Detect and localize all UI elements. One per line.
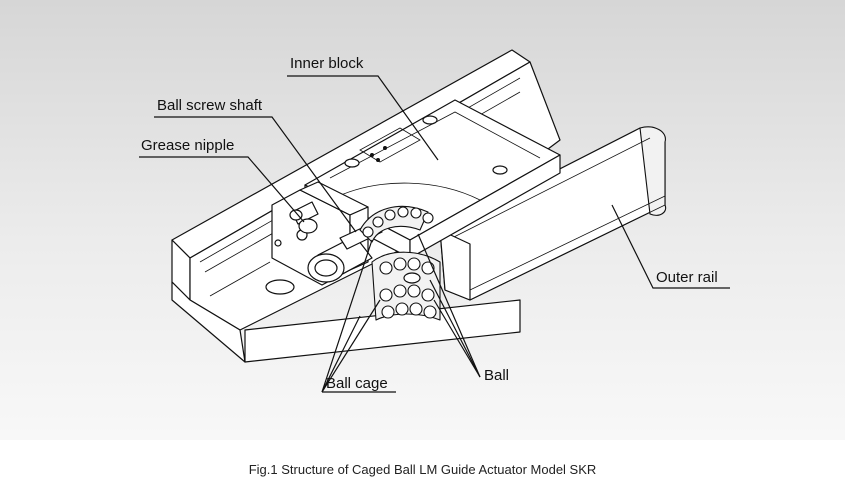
leader-lines bbox=[139, 75, 730, 393]
label-grease-nipple: Grease nipple bbox=[141, 137, 235, 154]
label-ball: Ball bbox=[484, 367, 510, 384]
label-ball-screw-shaft: Ball screw shaft bbox=[157, 97, 263, 114]
actuator-illustration bbox=[139, 49, 730, 393]
outer-rail-right-wall bbox=[439, 126, 667, 301]
label-outer-rail: Outer rail bbox=[656, 269, 718, 286]
ball-cage-lower bbox=[371, 251, 441, 321]
label-ball-cage: Ball cage bbox=[326, 375, 388, 392]
label-inner-block: Inner block bbox=[290, 55, 364, 72]
ball-cage-upper bbox=[359, 205, 434, 243]
ball-screw-shaft-part bbox=[307, 221, 383, 283]
figure-caption: Fig.1 Structure of Caged Ball LM Guide A… bbox=[248, 462, 597, 477]
figure-panel: Inner block Ball screw shaft Grease nipp… bbox=[0, 0, 845, 440]
grease-nipple-part bbox=[289, 201, 319, 234]
